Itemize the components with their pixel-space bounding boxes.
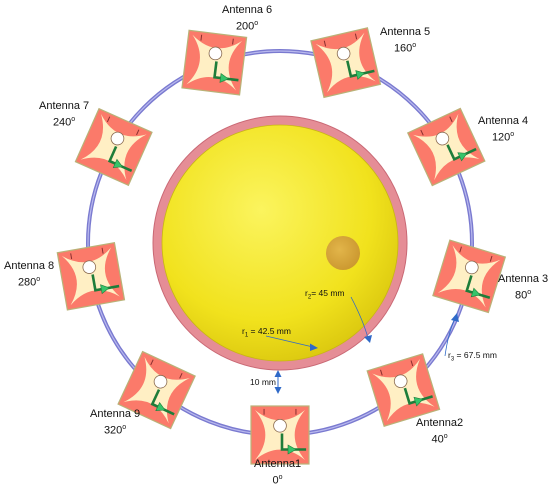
antenna-patch-4 — [406, 107, 486, 187]
antenna-6-label: Antenna 6 200o — [222, 4, 273, 33]
antenna-patch-8 — [56, 242, 126, 311]
dimension-gap-line — [274, 370, 282, 394]
gap-label: 10 mm — [250, 377, 276, 387]
dimension-r2-line — [350, 296, 372, 343]
r3-label: r3 = 67.5 mm — [448, 350, 497, 363]
r2-label: r2= 45 mm — [305, 288, 345, 301]
antenna-1-label: Antenna1 0o — [254, 458, 302, 487]
antenna-patch-3 — [432, 239, 507, 314]
antenna-9-label: Antenna 9 320o — [90, 408, 141, 437]
antenna-5-label: Antenna 5 160o — [380, 26, 431, 55]
dimension-r1-line — [265, 335, 318, 351]
antenna-patch-9 — [117, 350, 196, 430]
antenna-7-label: Antenna 7 240o — [39, 100, 90, 129]
r1-label: r1 = 42.5 mm — [242, 326, 291, 339]
sphere — [161, 124, 399, 362]
antenna-patch-6 — [181, 29, 248, 96]
antenna-patch-5 — [310, 27, 382, 99]
antenna-3-label: Antenna 3 80o — [498, 273, 549, 302]
antenna-patch-1 — [250, 405, 310, 465]
dimension-r3-line — [444, 313, 459, 357]
antenna-4-label: Antenna 4 120o — [478, 115, 529, 144]
antenna-8-label: Antenna 8 280o — [4, 260, 55, 289]
antenna-2-label: Antenna2 40o — [416, 417, 464, 446]
antenna-patch-2 — [366, 353, 441, 428]
inclusion — [326, 236, 360, 270]
antenna-patch-7 — [74, 107, 153, 187]
